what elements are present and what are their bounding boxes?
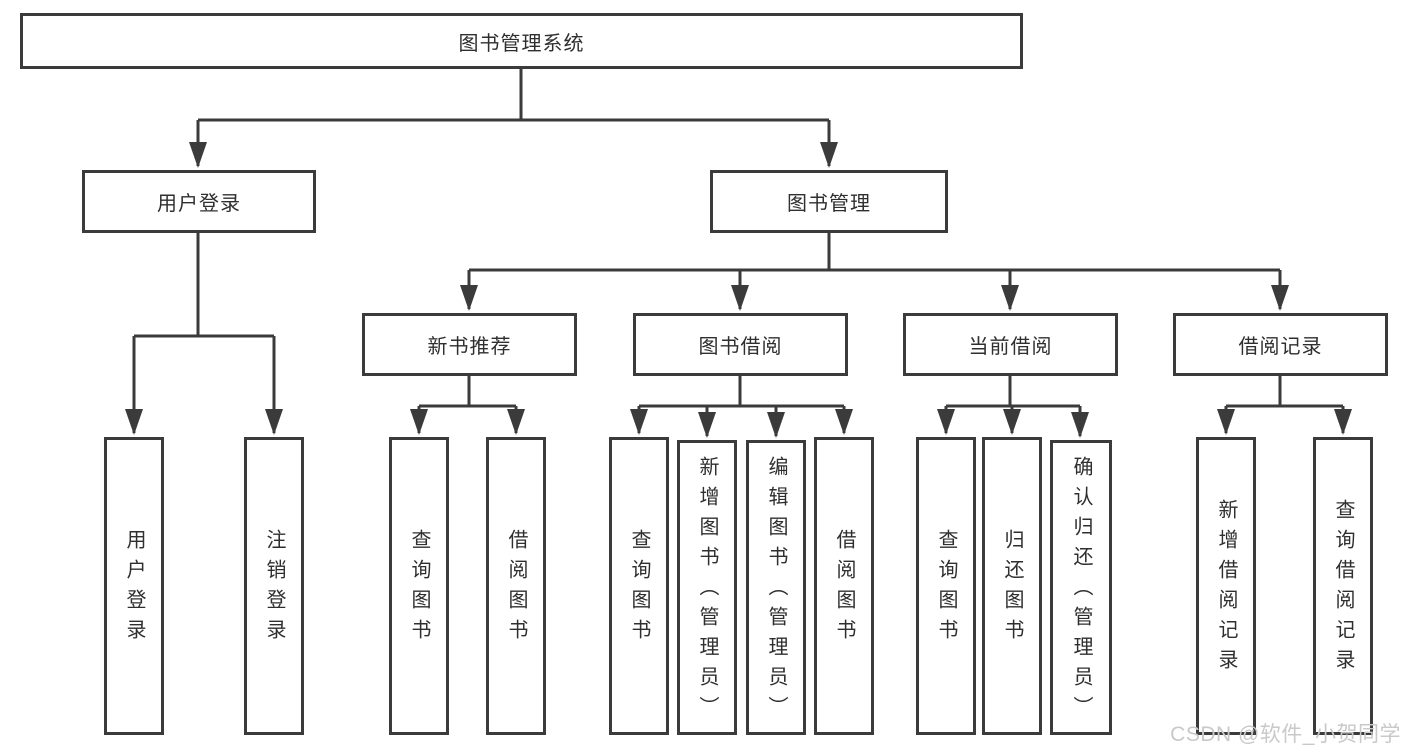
node-book-management: 图书管理 [710,170,948,233]
leaf-return-book: 归还图书 [982,437,1042,735]
leaf-logout-login: 注销登录 [244,437,304,735]
node-user-login: 用户登录 [82,170,316,233]
csdn-watermark: CSDN @软件_小贺同学 [1170,723,1401,746]
leaf-add-borrow-record: 新增借阅记录 [1196,437,1256,735]
leaf-confirm-return-admin: 确认归还（管理员） [1050,440,1112,735]
leaf-borrow-book-recommend: 借阅图书 [486,437,546,735]
node-library-management-system: 图书管理系统 [20,13,1023,69]
node-current-borrowing: 当前借阅 [903,313,1118,376]
node-borrowing-records: 借阅记录 [1173,313,1388,376]
leaf-query-book-current: 查询图书 [916,437,976,735]
node-new-book-recommendation: 新书推荐 [362,313,577,376]
leaf-edit-book-admin: 编辑图书（管理员） [746,440,806,735]
leaf-borrow-book-borrowing: 借阅图书 [814,437,874,735]
leaf-query-borrow-record: 查询借阅记录 [1313,437,1373,735]
node-book-borrowing: 图书借阅 [633,313,848,376]
leaf-query-book-borrowing: 查询图书 [609,437,669,735]
leaf-query-book-recommend: 查询图书 [389,437,449,735]
leaf-user-login: 用户登录 [104,437,164,735]
leaf-add-book-admin: 新增图书（管理员） [677,440,737,735]
